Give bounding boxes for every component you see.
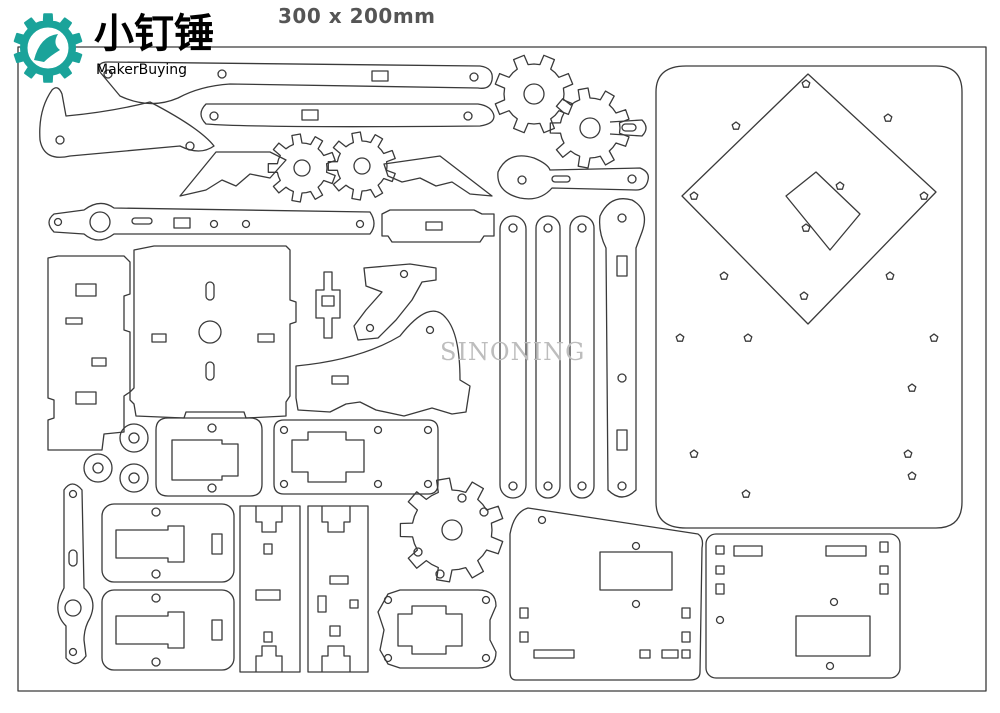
large-base-plate [656,66,962,528]
claw-gear-left-hub-hole [294,160,310,176]
gear-large [400,478,502,582]
makerbuying-logo-icon [15,14,82,82]
mounting-hole [884,114,892,121]
brand-name-english: MakerBuying [96,62,188,78]
vertical-link-3 [570,216,594,498]
washer-2 [84,454,112,482]
arm-link-top [99,62,492,104]
slotted-plate-b [308,506,368,672]
brand-name-chinese: 小钉锤 [94,11,214,57]
gear-large-hole [436,570,444,578]
gear-small-a-hub-hole [524,84,544,104]
base-plate-holes [676,80,938,497]
base-support [296,311,470,416]
gear-b-handle [610,120,646,136]
arm-link-middle [201,104,494,127]
mounting-hole [742,490,750,497]
mounting-hole [802,224,810,231]
sheet-border [18,47,986,691]
servo-mount-a [102,504,234,582]
sheet-size-label: 300 x 200mm [278,4,436,28]
gear-big-outline [400,478,502,582]
mounting-hole [690,450,698,457]
small-bracket [382,210,494,242]
cam-arm [354,264,436,340]
gear-small-a [495,55,572,132]
claw-gear-left-outline [268,134,335,202]
claw-gear-right-outline [328,132,395,200]
gear-large-hole [480,508,488,516]
controller-plate [510,508,703,680]
mounting-hole [904,450,912,457]
gear-small-b [550,88,629,168]
gripper-finger [58,484,93,664]
mounting-hole [744,334,752,341]
gear-large-hole [458,494,466,502]
watermark-text: SINONING [440,338,586,366]
side-frame-plate [48,256,130,450]
board-mount-plate [706,534,900,678]
gear-small-b-hub-hole [580,118,600,138]
mounting-hole [908,384,916,391]
main-frame-plate [130,246,296,418]
claw-gear-right [328,132,395,200]
mounting-hole [886,272,894,279]
washer-1 [120,424,148,452]
claw-gear-left [268,134,335,202]
servo-horn-link [498,156,648,199]
gear-big-hub-hole [442,520,462,540]
base-arm [49,203,374,240]
mounting-hole [690,192,698,199]
claw-jaws [180,152,492,196]
claw-gear-right-hub-hole [354,158,370,174]
gear-large-hole [414,548,422,556]
mounting-hole [836,182,844,189]
mounting-hole [930,334,938,341]
slotted-plate-a [240,506,300,672]
servo-plate-b [274,420,438,494]
cross-bracket [316,272,340,338]
mounting-hole [802,80,810,87]
servo-plate-a [156,418,262,496]
mounting-hole [676,334,684,341]
mounting-hole [920,192,928,199]
gear-small-b-outline [550,88,629,168]
mounting-hole [720,272,728,279]
servo-frame-bottom [378,590,496,668]
vertical-link-4 [600,199,645,497]
vertical-link-2 [536,216,560,498]
mounting-hole [732,122,740,129]
washer-3 [120,464,148,492]
servo-mount-b [102,590,234,670]
gear-small-a-outline [495,55,572,132]
mounting-hole [800,292,808,299]
arm-link-curved [40,88,214,158]
mounting-hole [908,472,916,479]
vertical-link-1 [500,216,526,498]
